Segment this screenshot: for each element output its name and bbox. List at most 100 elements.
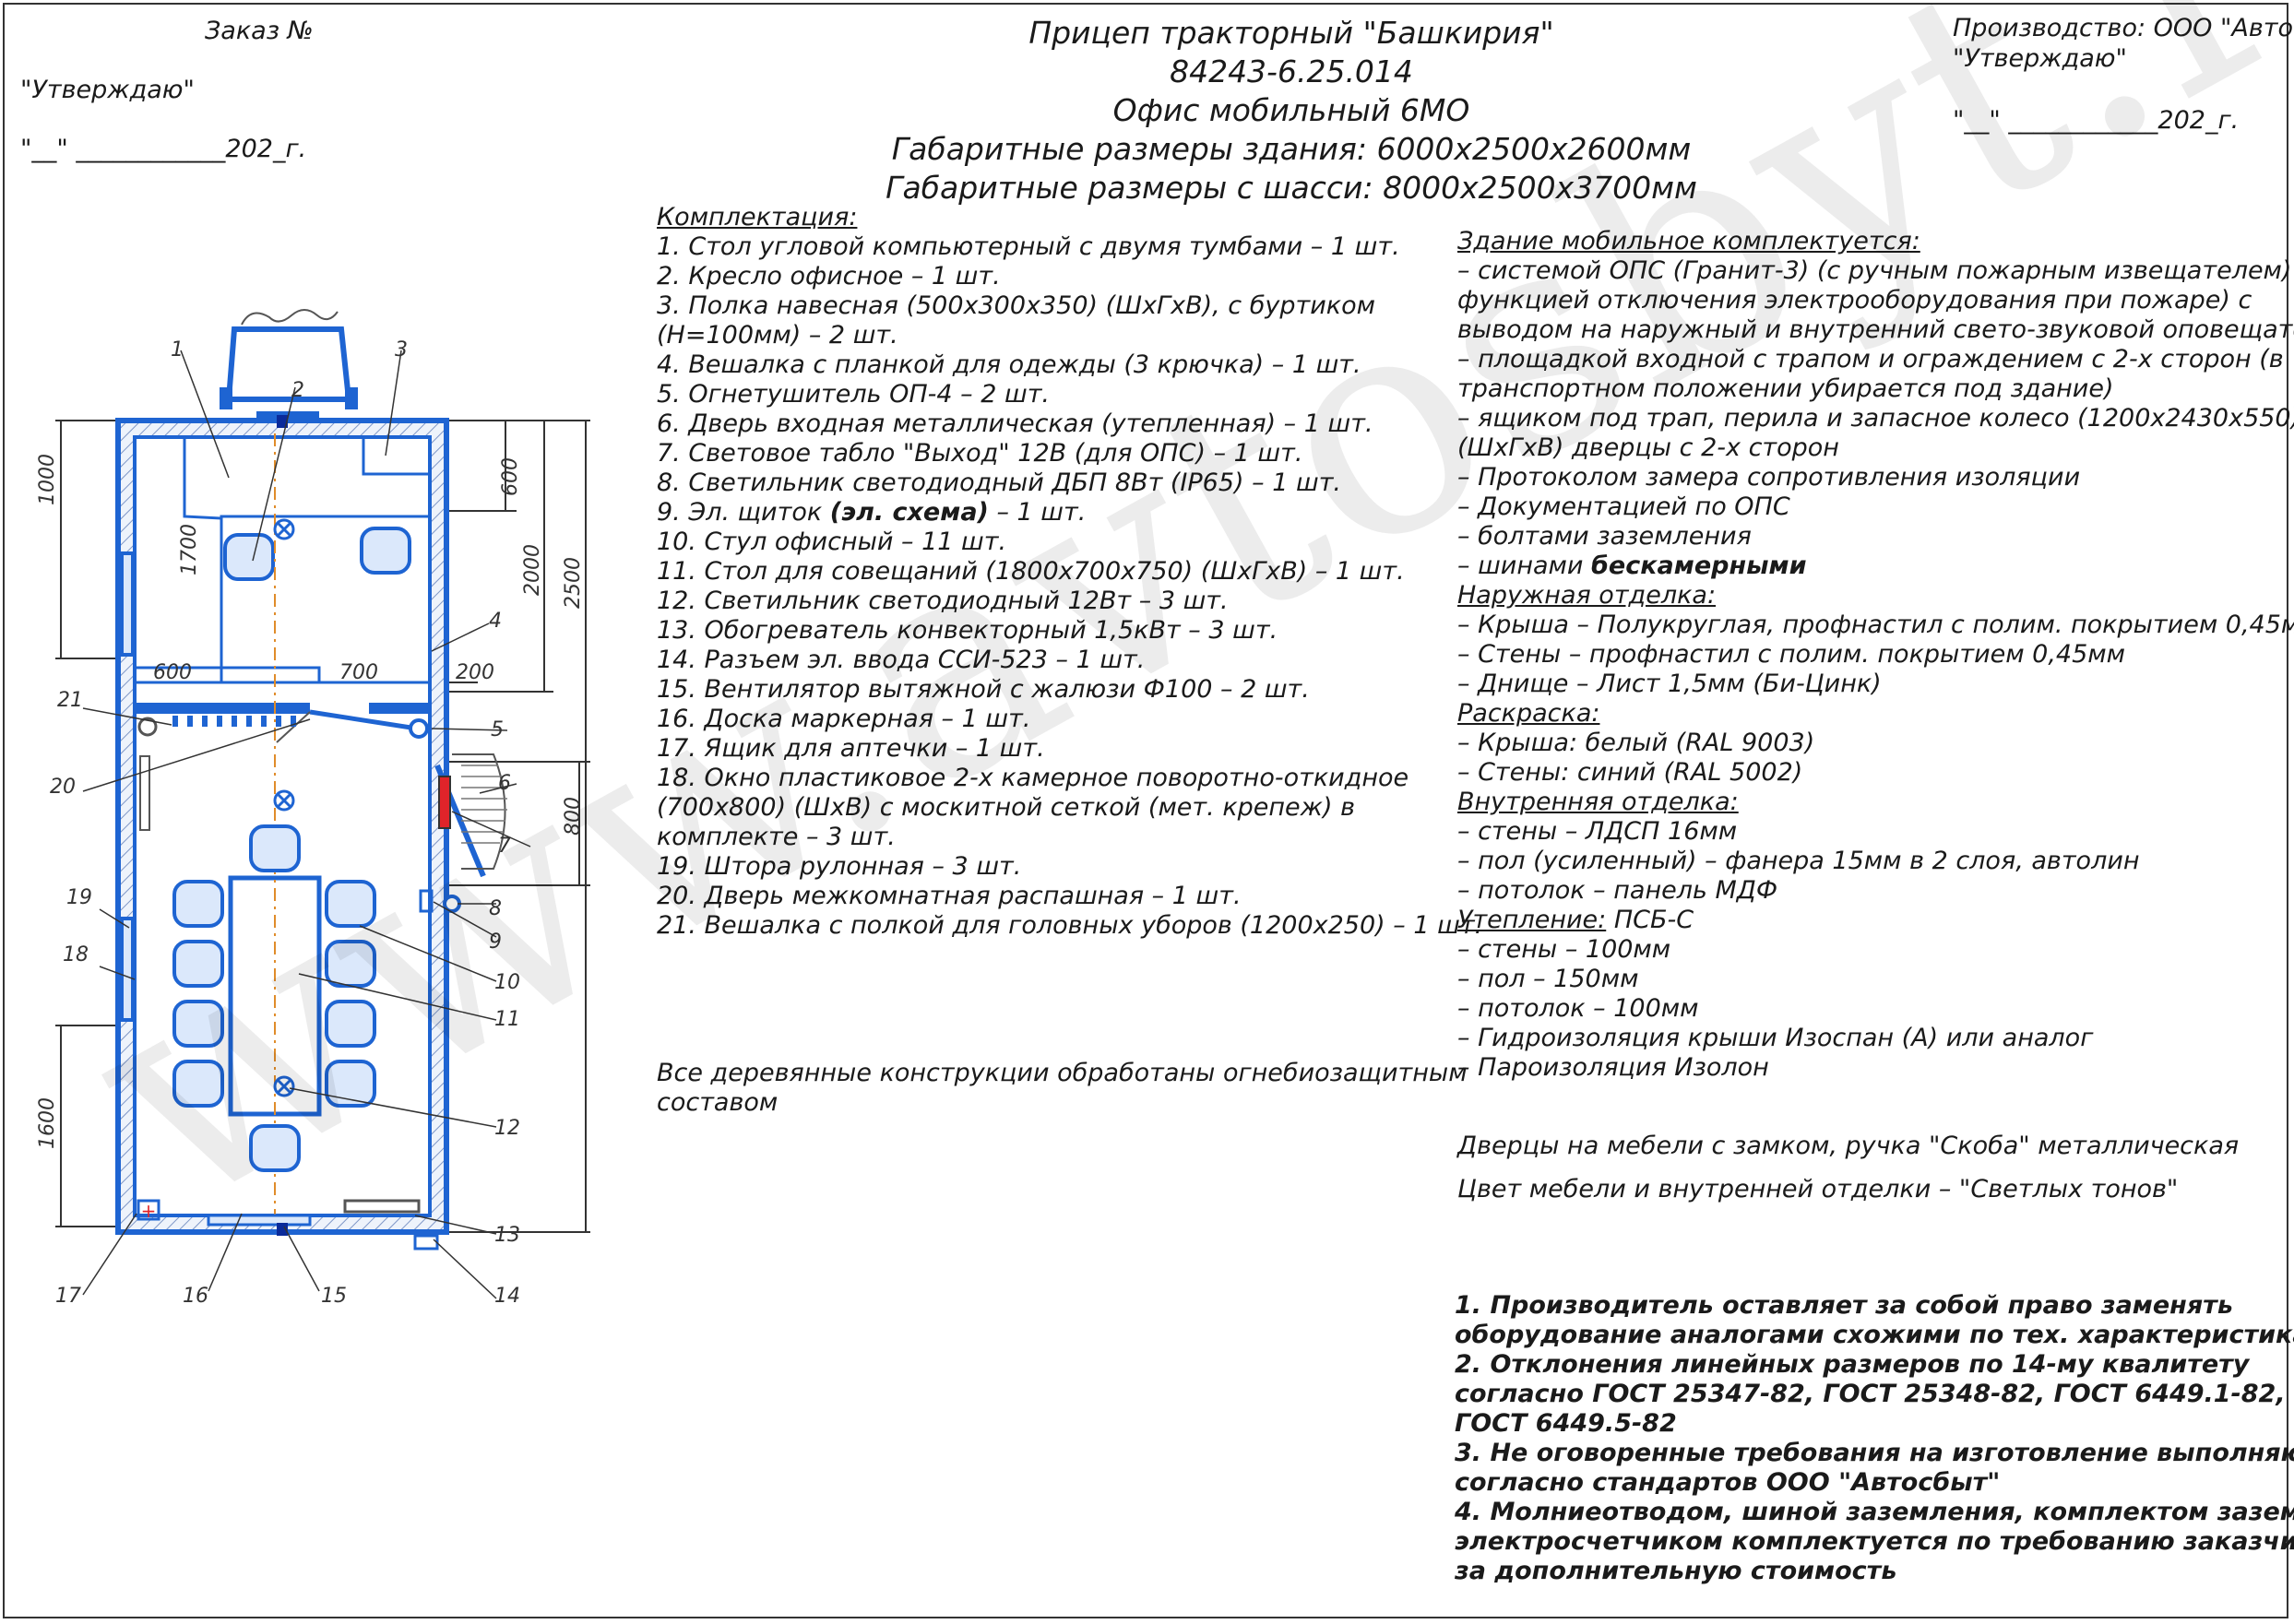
callout: 17	[55, 1285, 81, 1308]
building-line: – системой ОПС (Гранит-3) (с ручным пожа…	[1457, 256, 2294, 285]
office-chair	[223, 533, 275, 581]
note-line: электросчетчиком комплектуется по требов…	[1455, 1527, 2294, 1556]
callout: 18	[63, 943, 89, 966]
doors-note: Дверцы на мебели с замком, ручка "Скоба"…	[1457, 1132, 2240, 1160]
callout: 19	[66, 886, 92, 909]
equipment-list: Комплектация: 1. Стол угловой компьютерн…	[657, 203, 1482, 941]
drawbar	[220, 309, 358, 422]
dimension-labels: 1000 1700 600 2000 2500 600 700 200 800 …	[36, 454, 585, 1149]
callout: 11	[494, 1008, 520, 1031]
wood-note-line: Все деревянные конструкции обработаны ог…	[657, 1059, 1468, 1087]
electrical-panel	[419, 889, 434, 913]
insulation-line: – Пароизоляция Изолон	[1457, 1053, 1769, 1082]
callout: 4	[489, 610, 502, 633]
title-line-2: 84243-6.25.014	[1170, 53, 1413, 89]
callout: 9	[489, 931, 502, 954]
insulation-heading-line: Утепление: ПСБ-С	[1457, 906, 1694, 934]
callout: 7	[498, 835, 511, 858]
building-line: – Протоколом замера сопротивления изоляц…	[1457, 463, 2081, 492]
insulation-line: – потолок – 100мм	[1457, 994, 1699, 1023]
inner-line: – пол (усиленный) – фанера 15мм в 2 слоя…	[1457, 847, 2140, 875]
equipment-item: комплекте – 3 шт.	[657, 823, 896, 851]
equipment-item: 10. Стул офисный – 11 шт.	[657, 528, 1007, 556]
equipment-item: 1. Стол угловой компьютерный с двумя тум…	[657, 232, 1400, 261]
paint-line: – Стены: синий (RAL 5002)	[1457, 758, 1803, 787]
outer-line: – Стены – профнастил с полим. покрытием …	[1457, 640, 2126, 669]
dim-label: 600	[153, 661, 192, 684]
wood-note-line: составом	[657, 1088, 779, 1117]
equipment-item: 15. Вентилятор вытяжной с жалюзи Ф100 – …	[657, 675, 1310, 704]
dim-label: 600	[499, 457, 522, 496]
approve-left: "Утверждаю"	[20, 76, 195, 104]
callout: 14	[494, 1285, 520, 1308]
building-line: – ящиком под трап, перила и запасное кол…	[1457, 404, 2294, 433]
window	[120, 551, 135, 657]
note-line: согласно стандартов ООО "Автосбыт"	[1455, 1468, 2001, 1497]
equipment-item: 13. Обогреватель конвекторный 1,5кВт – 3…	[657, 616, 1278, 645]
equipment-item: 3. Полка навесная (500х300х350) (ШхГхВ),…	[657, 291, 1375, 320]
insulation-line: – пол – 150мм	[1457, 965, 1639, 993]
equipment-item: 8. Светильник светодиодный ДБП 8Вт (IP65…	[657, 468, 1341, 497]
color-note: Цвет мебели и внутренней отделки – "Свет…	[1457, 1175, 2179, 1203]
office-chair	[360, 527, 411, 575]
building-line: – Документацией по ОПС	[1457, 492, 1790, 521]
outer-line: – Днище – Лист 1,5мм (Би-Цинк)	[1457, 670, 1882, 698]
callout: 10	[494, 971, 520, 994]
equipment-item: 16. Доска маркерная – 1 шт.	[657, 705, 1031, 733]
callout: 20	[50, 776, 76, 799]
insulation-line: – Гидроизоляция крыши Изоспан (А) или ан…	[1457, 1024, 2094, 1052]
title-line-5: Габаритные размеры с шасси: 8000х2500х37…	[886, 170, 1697, 206]
dim-label: 2000	[521, 544, 544, 596]
note-line: 2. Отклонения линейных размеров по 14-му…	[1455, 1350, 2250, 1379]
building-line: (ШхГхВ) дверцы с 2-х сторон	[1457, 433, 1839, 462]
equipment-item: 7. Световое табло "Выход" 12В (для ОПС) …	[657, 439, 1303, 468]
equipment-item: 2. Кресло офисное – 1 шт.	[657, 262, 1001, 290]
insulation-line: – стены – 100мм	[1457, 935, 1671, 964]
inner-heading: Внутренняя отделка:	[1457, 788, 1739, 816]
date-left: "__" ____________202_г.	[20, 135, 307, 163]
leader-lines	[82, 350, 531, 1299]
dim-label: 1600	[36, 1097, 59, 1149]
paint-line: – Крыша: белый (RAL 9003)	[1457, 729, 1815, 757]
order-label: Заказ №	[205, 17, 314, 45]
first-aid-box	[137, 1199, 160, 1221]
dim-label: 800	[562, 797, 585, 836]
equipment-item: (700х800) (ШхВ) с москитной сеткой (мет.…	[657, 793, 1355, 822]
note-line: за дополнительную стоимость	[1455, 1557, 1897, 1585]
callout: 5	[491, 718, 504, 741]
power-connector	[413, 1234, 439, 1251]
approve-right: "Утверждаю"	[1953, 44, 2127, 73]
note-line: согласно ГОСТ 25347-82, ГОСТ 25348-82, Г…	[1455, 1380, 2286, 1408]
callout: 1	[171, 338, 184, 362]
outer-heading: Наружная отделка:	[1457, 581, 1717, 610]
curtain	[139, 755, 150, 831]
fire-extinguisher-icon	[137, 717, 158, 737]
equipment-item: 6. Дверь входная металлическая (утепленн…	[657, 409, 1373, 438]
title-line-3: Офис мобильный 6МО	[1112, 92, 1470, 128]
dim-label: 200	[456, 661, 494, 684]
general-notes: 1. Производитель оставляет за собой прав…	[1455, 1291, 2294, 1586]
dim-label: 1000	[36, 454, 59, 505]
equipment-item: 12. Светильник светодиодный 12Вт – 3 шт.	[657, 587, 1229, 615]
inner-line: – потолок – панель МДФ	[1457, 876, 1778, 905]
building-line: функцией отключения электрооборудования …	[1457, 286, 2252, 314]
equipment-heading: Комплектация:	[657, 203, 858, 231]
callouts: 1 2 3 4 5 6 7 8 9 10 11 12 13 14 15 16 1…	[50, 338, 520, 1308]
callout: 12	[494, 1117, 520, 1140]
note-line: 3. Не оговоренные требования на изготовл…	[1455, 1439, 2294, 1467]
equipment-item: 11. Стол для совещаний (1800х700х750) (Ш…	[657, 557, 1405, 586]
building-line: транспортном положении убирается под зда…	[1457, 374, 2114, 403]
building-spec: Здание мобильное комплектуется: – систем…	[1457, 227, 2294, 1083]
paint-heading: Раскраска:	[1457, 699, 1600, 728]
callout: 21	[57, 689, 83, 712]
note-line: 4. Молниеотводом, шиной заземления, комп…	[1455, 1498, 2294, 1526]
equipment-item: 17. Ящик для аптечки – 1 шт.	[657, 734, 1045, 763]
equipment-item-9: 9. Эл. щиток (эл. схема) – 1 шт.	[657, 498, 1087, 527]
entrance-door	[434, 753, 507, 878]
dim-label: 1700	[178, 524, 201, 575]
building-line-tires: – шинами бескамерными	[1457, 551, 1807, 580]
title-line-1: Прицеп тракторный "Башкирия"	[1028, 15, 1554, 51]
note-line: ГОСТ 6449.5-82	[1455, 1409, 1677, 1438]
equipment-item: 19. Штора рулонная – 3 шт.	[657, 852, 1022, 881]
